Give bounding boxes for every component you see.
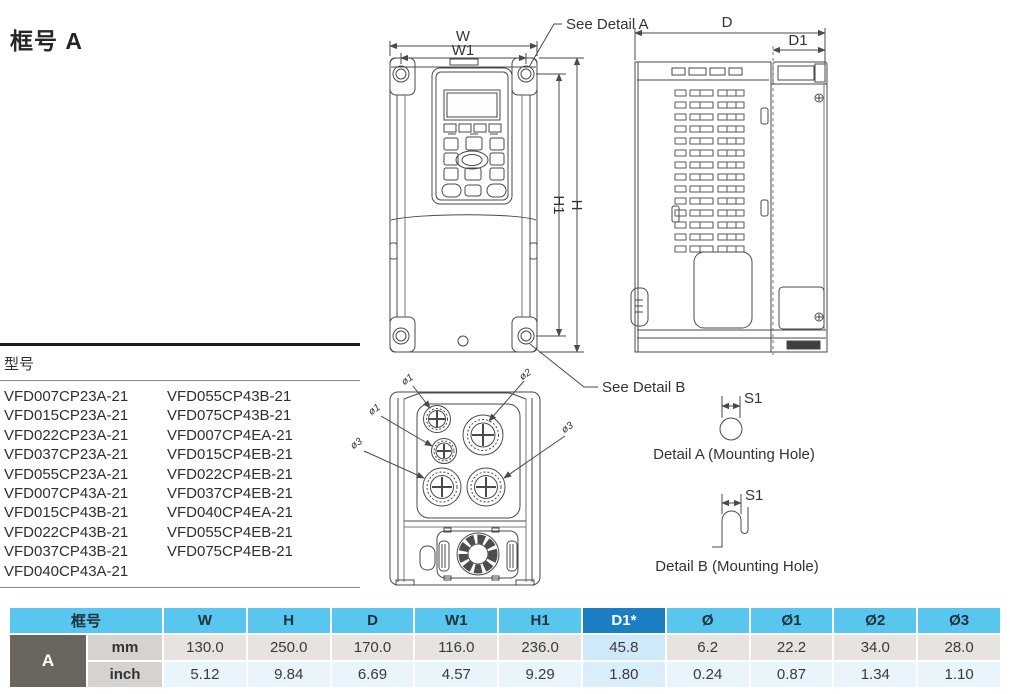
- col-header-h1: H1: [499, 608, 581, 633]
- detail-a-s1-label: S1: [744, 390, 762, 407]
- col-header-h: H: [247, 608, 330, 633]
- value-cell: 6.2: [666, 635, 749, 660]
- hole-label-o2: ø2: [518, 367, 534, 383]
- model-item: VFD022CP4EB-21: [167, 465, 293, 483]
- table-row-mm: A mm 130.0 250.0 170.0 116.0 236.0 45.8 …: [10, 635, 1000, 687]
- unit-cell-mm: mm: [88, 635, 163, 660]
- col-header-dia2: Ø2: [834, 608, 917, 633]
- value-cell: 28.0: [918, 635, 1000, 660]
- side-view: [630, 28, 828, 358]
- keypad: [431, 67, 513, 205]
- value-cell-d1: 45.8: [583, 635, 665, 660]
- dim-label-w1: W1: [452, 42, 475, 59]
- value-cell: 34.0: [834, 635, 917, 660]
- dim-label-h: H: [568, 200, 585, 211]
- detail-a-caption: Detail A (Mounting Hole): [653, 446, 815, 463]
- model-item: VFD015CP4EB-21: [167, 446, 293, 464]
- value-cell-d1: 1.80: [583, 662, 665, 687]
- col-header-dia3: Ø3: [918, 608, 1000, 633]
- value-cell: 116.0: [415, 635, 498, 660]
- divider-thin-top: [0, 380, 360, 381]
- value-cell: 5.12: [164, 662, 246, 687]
- model-item: VFD037CP4EB-21: [167, 485, 293, 503]
- detail-b: [712, 494, 749, 548]
- col-header-frame: 框号: [10, 608, 163, 633]
- front-view: [389, 23, 598, 388]
- col-header-d: D: [331, 608, 414, 633]
- col-header-w1: W1: [415, 608, 498, 633]
- value-cell: 0.87: [750, 662, 833, 687]
- value-cell: 130.0: [164, 635, 246, 660]
- model-item: VFD075CP4EB-21: [167, 543, 293, 561]
- model-column-1: VFD007CP23A-21 VFD015CP23A-21 VFD022CP23…: [4, 387, 360, 581]
- leader-detail-b: [529, 343, 598, 388]
- hole-label-o3b: ø3: [560, 420, 576, 436]
- see-detail-b-label: See Detail B: [602, 379, 685, 396]
- knockout-holes: [422, 405, 506, 507]
- dim-label-d1: D1: [788, 32, 807, 49]
- hole-label-o3a: ø3: [349, 436, 365, 452]
- dim-label-h1: H1: [550, 195, 567, 214]
- detail-a: [719, 396, 743, 441]
- model-item: VFD075CP43B-21: [167, 407, 292, 425]
- model-item: VFD037CP43B-21: [4, 543, 129, 561]
- model-item: VFD040CP4EA-21: [167, 504, 293, 522]
- frame-label-cell: A: [10, 635, 86, 687]
- model-item: VFD022CP23A-21: [4, 426, 129, 444]
- model-item: VFD007CP43A-21: [4, 485, 129, 503]
- col-header-d1: D1*: [583, 608, 665, 633]
- value-cell: 1.34: [834, 662, 917, 687]
- value-cell: 9.29: [499, 662, 581, 687]
- model-item: VFD055CP23A-21: [4, 465, 129, 483]
- detail-b-s1-label: S1: [745, 487, 763, 504]
- model-item: VFD040CP43A-21: [4, 562, 129, 580]
- value-cell: 6.69: [331, 662, 414, 687]
- detail-b-caption: Detail B (Mounting Hole): [655, 558, 818, 575]
- dimensions-table: 框号 W H D W1 H1 D1* Ø Ø1 Ø2 Ø3 A mm 130.0…: [8, 606, 1002, 689]
- model-item: VFD022CP43B-21: [4, 523, 129, 541]
- bottom-view: [363, 380, 566, 586]
- model-item: VFD037CP23A-21: [4, 446, 129, 464]
- value-cell: 1.10: [918, 662, 1000, 687]
- model-item: VFD055CP43B-21: [167, 388, 292, 405]
- value-cell: 170.0: [331, 635, 414, 660]
- model-item: VFD055CP4EB-21: [167, 523, 293, 541]
- unit-cell-inch: inch: [88, 662, 163, 687]
- see-detail-a-label: See Detail A: [566, 16, 649, 33]
- model-item: VFD007CP23A-21: [4, 388, 129, 405]
- hole-label-o1b: ø1: [367, 402, 383, 418]
- divider-thick: [0, 343, 360, 346]
- model-list: VFD007CP23A-21 VFD015CP23A-21 VFD022CP23…: [0, 381, 360, 587]
- model-column-2: VFD055CP43B-21 VFD075CP43B-21 VFD007CP4E…: [167, 387, 293, 562]
- value-cell: 9.84: [247, 662, 330, 687]
- table-row-inch: inch 5.12 9.84 6.69 4.57 9.29 1.80 0.24 …: [10, 662, 1000, 687]
- divider-thin-bottom: [0, 587, 360, 589]
- col-header-w: W: [164, 608, 246, 633]
- dim-label-w: W: [456, 28, 471, 45]
- model-item: VFD015CP23A-21: [4, 407, 129, 425]
- col-header-dia1: Ø1: [750, 608, 833, 633]
- model-item: VFD015CP43B-21: [4, 504, 129, 522]
- table-header-row: 框号 W H D W1 H1 D1* Ø Ø1 Ø2 Ø3: [10, 608, 1000, 633]
- value-cell: 0.24: [666, 662, 749, 687]
- model-list-heading: 型号: [4, 356, 35, 373]
- hole-label-o1a: ø1: [400, 372, 416, 388]
- model-list-section: 型号 VFD007CP23A-21 VFD015CP23A-21 VFD022C…: [0, 343, 360, 589]
- dim-label-d: D: [722, 14, 733, 31]
- dimension-drawing: W W1 H1 H See Detail A See Detail B: [349, 14, 828, 586]
- value-cell: 236.0: [499, 635, 581, 660]
- model-item: VFD007CP4EA-21: [167, 426, 293, 444]
- value-cell: 250.0: [247, 635, 330, 660]
- page-title: 框号 A: [10, 28, 83, 54]
- leader-detail-a: [528, 23, 562, 68]
- value-cell: 22.2: [750, 635, 833, 660]
- value-cell: 4.57: [415, 662, 498, 687]
- col-header-dia: Ø: [666, 608, 749, 633]
